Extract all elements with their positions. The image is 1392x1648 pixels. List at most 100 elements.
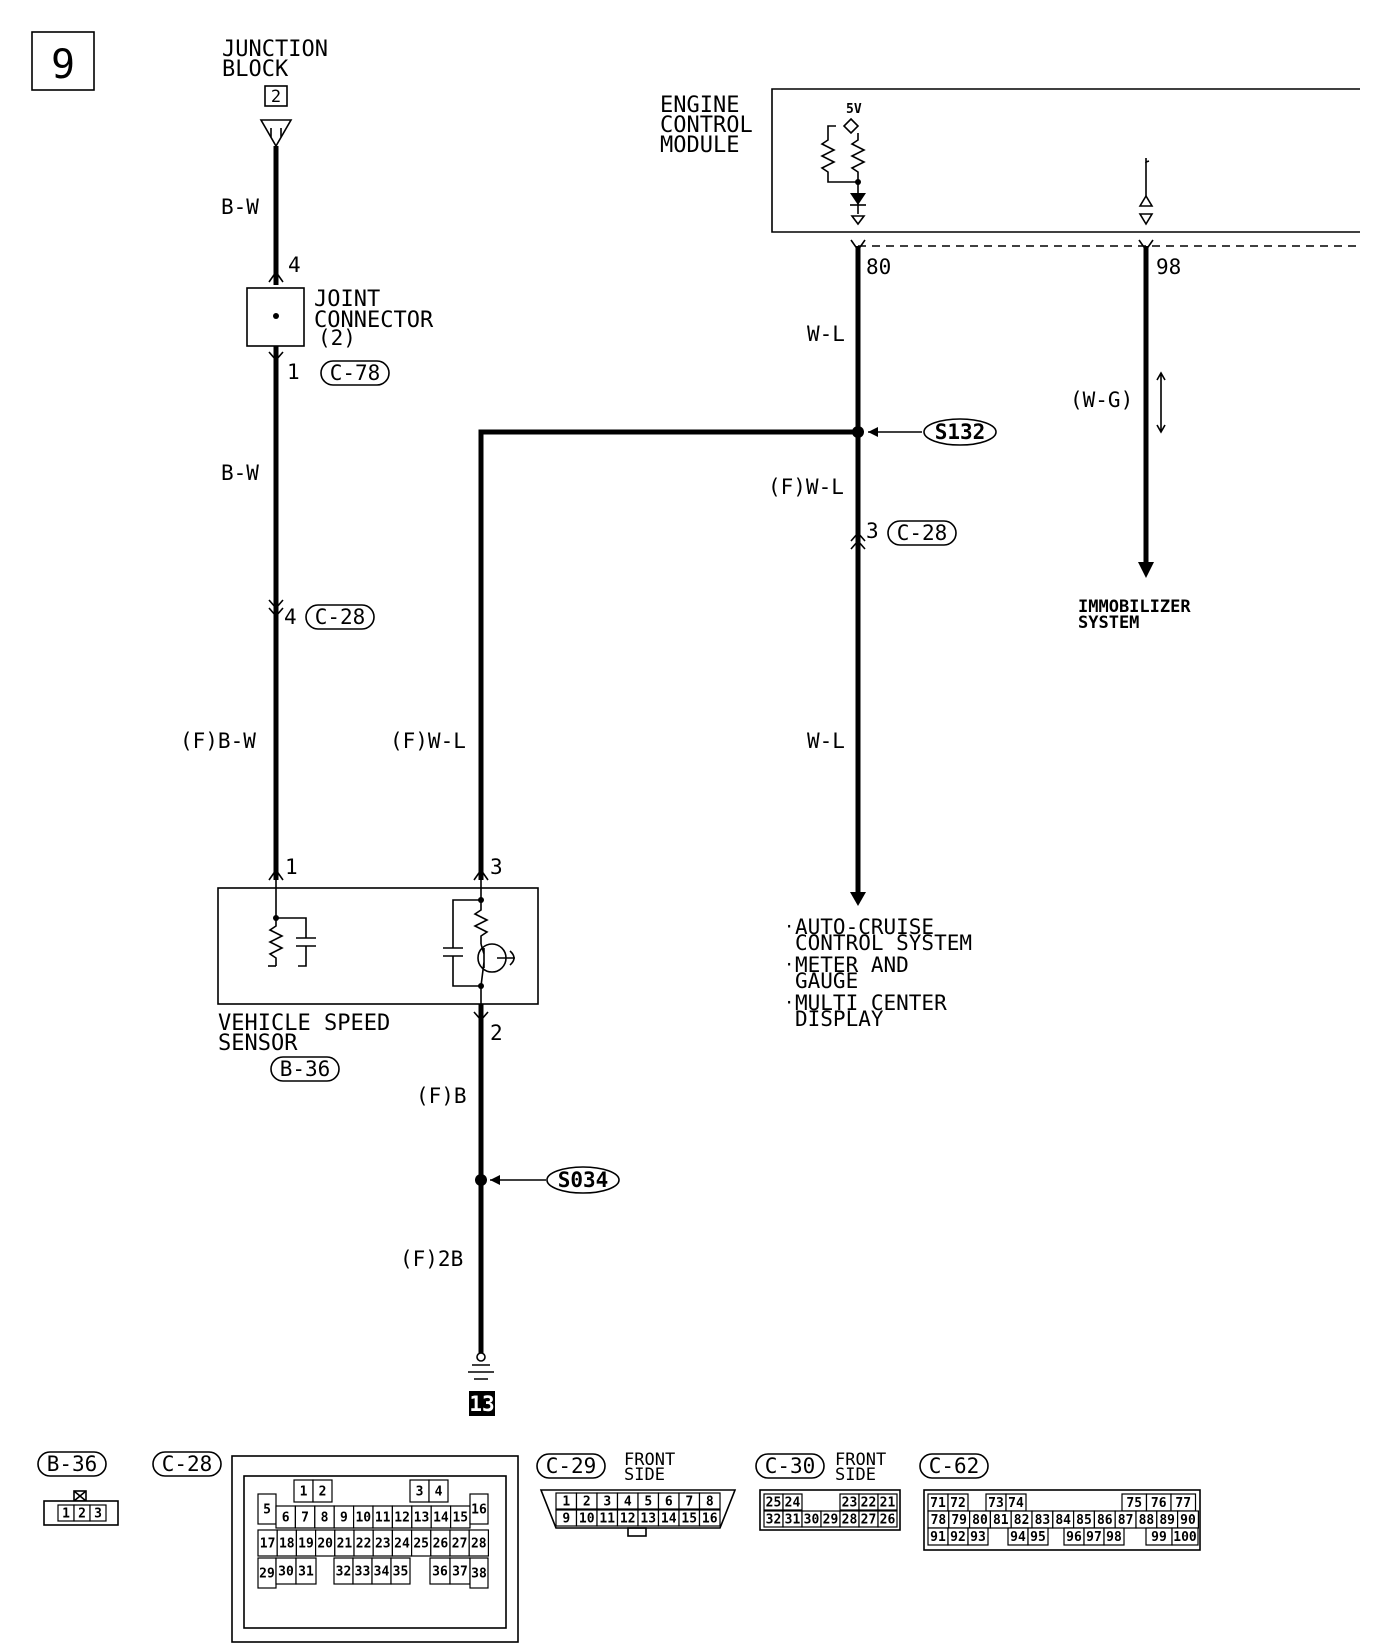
c28-right-conn: C-28 xyxy=(897,521,948,545)
junction-block-line2: BLOCK xyxy=(222,57,289,82)
joint-connector-line1: JOINT xyxy=(314,287,380,312)
c28-left-pin: 4 xyxy=(284,605,297,629)
pin-cell xyxy=(782,1493,803,1511)
pin-marker xyxy=(1138,239,1154,252)
ecm-label-line1: ENGINE xyxy=(660,93,739,118)
immobilizer-line1: IMMOBILIZER xyxy=(1078,597,1191,617)
pin-cell xyxy=(877,1493,898,1511)
destination-3-line2: DISPLAY xyxy=(795,1007,884,1031)
pin-number: 34 xyxy=(374,1565,390,1580)
pin-number: 21 xyxy=(880,1496,896,1511)
vss-capacitor-2 xyxy=(443,899,481,987)
vss-pin3: 3 xyxy=(490,855,503,879)
pin-number: 30 xyxy=(278,1565,294,1580)
pin-number: 1 xyxy=(562,1495,570,1510)
vss-connector: B-36 xyxy=(280,1057,331,1081)
pin-number: 75 xyxy=(1126,1496,1142,1511)
pin-number: 38 xyxy=(471,1567,487,1582)
connector-c78-label: C-78 xyxy=(330,361,381,385)
pin-number: 89 xyxy=(1159,1513,1175,1528)
vss-label-line1: VEHICLE SPEED xyxy=(218,1011,390,1036)
c29-lock-tab xyxy=(627,1527,647,1537)
destination-1-line1: AUTO-CRUISE xyxy=(795,915,934,939)
pin-number: 32 xyxy=(766,1513,782,1528)
pin-number: 78 xyxy=(931,1513,947,1528)
c62-face-label: C-62 xyxy=(929,1454,980,1478)
arrow-to-destinations xyxy=(850,892,866,906)
c29-face-label: C-29 xyxy=(546,1454,597,1478)
pin-number: 77 xyxy=(1175,1496,1191,1511)
connector-tag-c28-left xyxy=(305,604,375,630)
pin-number: 90 xyxy=(1180,1513,1196,1528)
c30-note1: FRONT xyxy=(835,1450,886,1470)
pin-number: 2 xyxy=(78,1507,86,1522)
junction-block-terminal: 2 xyxy=(271,87,281,107)
connector-tag-c78 xyxy=(320,360,390,386)
pin-number: 30 xyxy=(804,1513,820,1528)
destination-2-line2: GAUGE xyxy=(795,969,858,993)
pin-number: 31 xyxy=(785,1513,801,1528)
connector-tag-c28-face xyxy=(152,1451,222,1477)
vss-pullup-resistor xyxy=(473,900,489,944)
pin-number: 73 xyxy=(988,1496,1004,1511)
arrow-to-immobilizer xyxy=(1138,562,1154,578)
pin-number: 4 xyxy=(624,1495,632,1510)
pin-number: 72 xyxy=(950,1496,966,1511)
pin-number: 3 xyxy=(416,1485,424,1500)
pin-number: 95 xyxy=(1030,1530,1046,1545)
pin-number: 11 xyxy=(599,1512,615,1527)
vss-transistor-leads xyxy=(480,943,485,987)
pin-cell xyxy=(1103,1527,1125,1546)
ecm-98-internal xyxy=(1145,158,1150,164)
pin-number: 22 xyxy=(356,1537,372,1552)
wire-label-wl-bottom: W-L xyxy=(807,729,845,753)
pin-number: 12 xyxy=(620,1512,636,1527)
destination-1-line2: CONTROL SYSTEM xyxy=(795,931,972,955)
pin-number: 23 xyxy=(842,1496,858,1511)
pin-number: 17 xyxy=(260,1537,276,1552)
pin-number: 31 xyxy=(298,1565,314,1580)
pin-number: 96 xyxy=(1066,1530,1082,1545)
pin-number: 36 xyxy=(432,1565,448,1580)
ecm-ground-symbol xyxy=(850,215,866,226)
splice-s034-tag xyxy=(546,1166,620,1194)
pin-cell xyxy=(89,1504,107,1522)
pin-number: 5 xyxy=(263,1503,271,1518)
wire-label-b2-f: (F)2B xyxy=(400,1247,463,1271)
ecm-input-resistor xyxy=(820,125,858,183)
connector-marker xyxy=(850,531,866,550)
connector-tag-c30-face xyxy=(755,1453,825,1479)
pin-cell xyxy=(877,1510,898,1528)
destination-bullet: · xyxy=(784,917,794,937)
bidirectional-arrow xyxy=(1156,371,1166,434)
pin-number: 3 xyxy=(94,1507,102,1522)
destination-bullet: · xyxy=(784,993,794,1013)
pin-cell xyxy=(698,1509,721,1527)
pin-number: 12 xyxy=(394,1511,410,1526)
c29-note2: SIDE xyxy=(624,1465,665,1485)
connector-tag-c62-face xyxy=(919,1453,989,1479)
pin-number: 14 xyxy=(661,1512,677,1527)
pin-number: 1 xyxy=(62,1507,70,1522)
ecm-5v-symbol xyxy=(842,117,860,135)
pin-cell xyxy=(390,1557,411,1585)
pin-number: 23 xyxy=(375,1537,391,1552)
pin-number: 6 xyxy=(282,1511,290,1526)
pin-number: 10 xyxy=(355,1511,371,1526)
pin-number: 82 xyxy=(1014,1513,1030,1528)
destination-bullet: · xyxy=(784,955,794,975)
pin-number: 28 xyxy=(842,1513,858,1528)
splice-s132-tag xyxy=(923,418,997,446)
b36-lock-cross xyxy=(73,1490,87,1502)
splice-s132-dot xyxy=(852,426,864,438)
joint-connector-dot xyxy=(273,313,279,319)
c30-face-label: C-30 xyxy=(765,1454,816,1478)
pin-number: 92 xyxy=(950,1530,966,1545)
pin-number: 97 xyxy=(1086,1530,1102,1545)
vss-resistor xyxy=(268,918,284,966)
ecm-98-arrow-down xyxy=(1138,213,1154,226)
pin-number: 13 xyxy=(640,1512,656,1527)
